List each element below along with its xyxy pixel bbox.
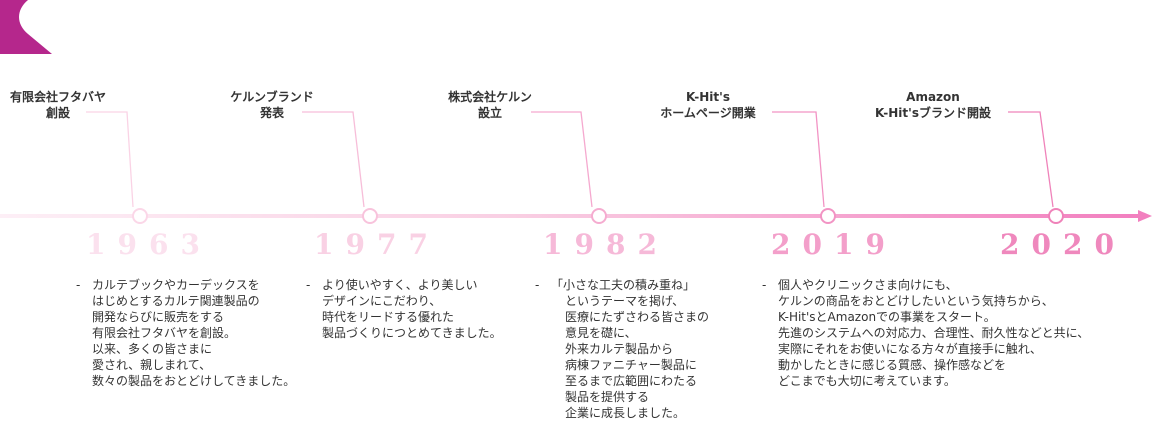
description-line: 数々の製品をおとどけしてきました。 bbox=[92, 374, 296, 388]
leader-line-2020 bbox=[1008, 111, 1054, 208]
description-line: 製品づくりにつとめてきました。 bbox=[322, 326, 502, 340]
timeline-axis bbox=[0, 214, 1140, 218]
description-line: 動かしたときに感じる質感、操作感などを bbox=[778, 358, 1007, 372]
event-description-1982: - 「小さな工夫の積み重ね」 というテーマを掲げ、 医療にたずさわる皆さまの 意… bbox=[535, 277, 709, 421]
year-label-1977: 1977 bbox=[314, 228, 440, 261]
event-title-line: Amazon bbox=[906, 90, 960, 104]
leader-line-2019 bbox=[772, 111, 825, 208]
marker-1977 bbox=[362, 208, 378, 224]
event-title-2019: K-Hit's ホームページ開業 bbox=[640, 89, 776, 121]
description-line: 実際にそれをお使いになる方々が直接手に触れ、 bbox=[778, 342, 1042, 356]
event-title-1977: ケルンブランド 発表 bbox=[212, 89, 332, 121]
event-title-line: 設立 bbox=[477, 106, 502, 120]
event-title-line: 有限会社フタバヤ bbox=[9, 90, 106, 104]
event-title-line: ホームページ開業 bbox=[660, 106, 756, 120]
description-line: 製品を提供する bbox=[565, 390, 650, 404]
event-title-line: 創設 bbox=[45, 106, 70, 120]
event-title-line: 株式会社ケルン bbox=[448, 90, 532, 104]
event-title-1963: 有限会社フタバヤ 創設 bbox=[0, 89, 116, 121]
description-line: 愛され、親しまれて、 bbox=[92, 358, 212, 372]
description-line: 至るまで広範囲にわたる bbox=[565, 374, 698, 388]
corner-decoration bbox=[0, 0, 52, 54]
year-label-1982: 1982 bbox=[543, 228, 669, 261]
year-label-2019: 2019 bbox=[771, 228, 897, 261]
description-line: 外来カルテ製品から bbox=[565, 342, 674, 356]
description-line: 個人やクリニックさま向けにも、 bbox=[778, 278, 958, 292]
marker-2019 bbox=[820, 208, 836, 224]
marker-2020 bbox=[1048, 208, 1064, 224]
description-line: 「小さな工夫の積み重ね」 bbox=[551, 278, 696, 292]
event-description-2019: - 個人やクリニックさま向けにも、 ケルンの商品をおとどけしたいという気持ちから… bbox=[762, 277, 1089, 389]
description-line: デザインにこだわり、 bbox=[322, 294, 442, 308]
description-line: 病棟ファニチャー製品に bbox=[565, 358, 697, 372]
list-dash: - bbox=[762, 278, 767, 292]
timeline-arrow-head bbox=[1138, 210, 1152, 222]
event-description-1977: - より使いやすく、より美しい デザインにこだわり、 時代をリードする優れた 製… bbox=[306, 277, 502, 341]
description-line: 意見を礎に、 bbox=[565, 326, 637, 340]
event-description-1963: - カルテブックやカーデックスを はじめとするカルテ関連製品の 開発ならびに販売… bbox=[76, 277, 295, 389]
description-line: 医療にたずさわる皆さまの bbox=[565, 310, 710, 324]
leader-line-1977 bbox=[302, 111, 365, 208]
description-line: 以来、多くの皆さまに bbox=[92, 342, 213, 356]
marker-1963 bbox=[132, 208, 148, 224]
year-label-1963: 1963 bbox=[86, 228, 212, 261]
leader-line-1982 bbox=[531, 111, 593, 208]
description-line: 先進のシステムへの対応力、合理性、耐久性などと共に、 bbox=[778, 326, 1090, 340]
event-title-line: K-Hit's bbox=[686, 90, 730, 104]
list-dash: - bbox=[76, 278, 81, 292]
leader-line-1963 bbox=[86, 111, 134, 208]
description-line: どこまでも大切に考えています。 bbox=[778, 374, 956, 388]
event-title-line: K-Hit'sブランド開設 bbox=[875, 106, 991, 120]
description-line: K-Hit'sとAmazonでの事業をスタート。 bbox=[778, 310, 996, 324]
year-label-2020: 2020 bbox=[1000, 228, 1126, 261]
event-title-line: 発表 bbox=[259, 106, 284, 120]
list-dash: - bbox=[306, 278, 311, 292]
description-line: より使いやすく、より美しい bbox=[322, 278, 478, 292]
event-title-2020: Amazon K-Hit'sブランド開設 bbox=[860, 89, 1006, 121]
description-line: 時代をリードする優れた bbox=[322, 310, 455, 324]
marker-1982 bbox=[591, 208, 607, 224]
description-line: カルテブックやカーデックスを bbox=[92, 278, 260, 292]
list-dash: - bbox=[535, 278, 540, 292]
description-line: ケルンの商品をおとどけしたいという気持ちから、 bbox=[778, 294, 1054, 308]
description-line: 企業に成長しました。 bbox=[565, 406, 686, 420]
event-title-1982: 株式会社ケルン 設立 bbox=[430, 89, 550, 121]
description-line: 有限会社フタバヤを創設。 bbox=[92, 326, 237, 340]
event-title-line: ケルンブランド bbox=[230, 90, 314, 104]
description-line: 開発ならびに販売をする bbox=[92, 310, 225, 324]
description-line: はじめとするカルテ関連製品の bbox=[92, 294, 260, 308]
description-line: というテーマを掲げ、 bbox=[565, 294, 685, 308]
